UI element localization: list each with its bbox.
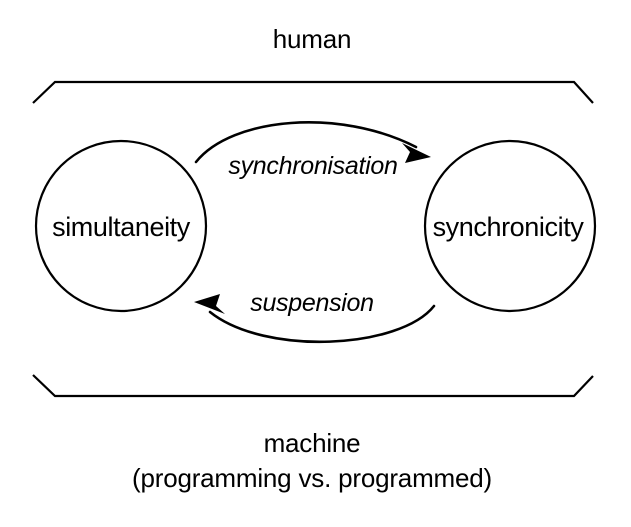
node-label-synchronicity: synchronicity: [433, 212, 585, 242]
suspension-curve: [208, 304, 436, 344]
synchronisation-curve: [194, 121, 418, 164]
label-human: human: [273, 24, 352, 54]
label-synchronisation: synchronisation: [228, 152, 397, 180]
node-simultaneity[interactable]: simultaneity: [34, 139, 208, 313]
synchronisation-arrowhead: [402, 143, 431, 163]
label-suspension: suspension: [250, 289, 373, 317]
label-machine: machine: [264, 428, 361, 458]
simultaneity-circle: [34, 139, 208, 313]
top-bracket: [32, 80, 594, 104]
synchronicity-circle: [423, 139, 597, 313]
node-synchronicity[interactable]: synchronicity: [423, 139, 597, 313]
bottom-bracket: [32, 374, 594, 398]
label-machine-parenthetical: (programming vs. programmed): [132, 463, 492, 493]
top-bracket-path: [32, 80, 594, 104]
node-label-simultaneity: simultaneity: [52, 212, 191, 242]
edge-synchronisation-arrow[interactable]: [194, 121, 431, 164]
edge-suspension-arrow[interactable]: [194, 294, 436, 344]
suspension-arrowhead: [194, 294, 225, 314]
bottom-bracket-path: [32, 374, 594, 398]
